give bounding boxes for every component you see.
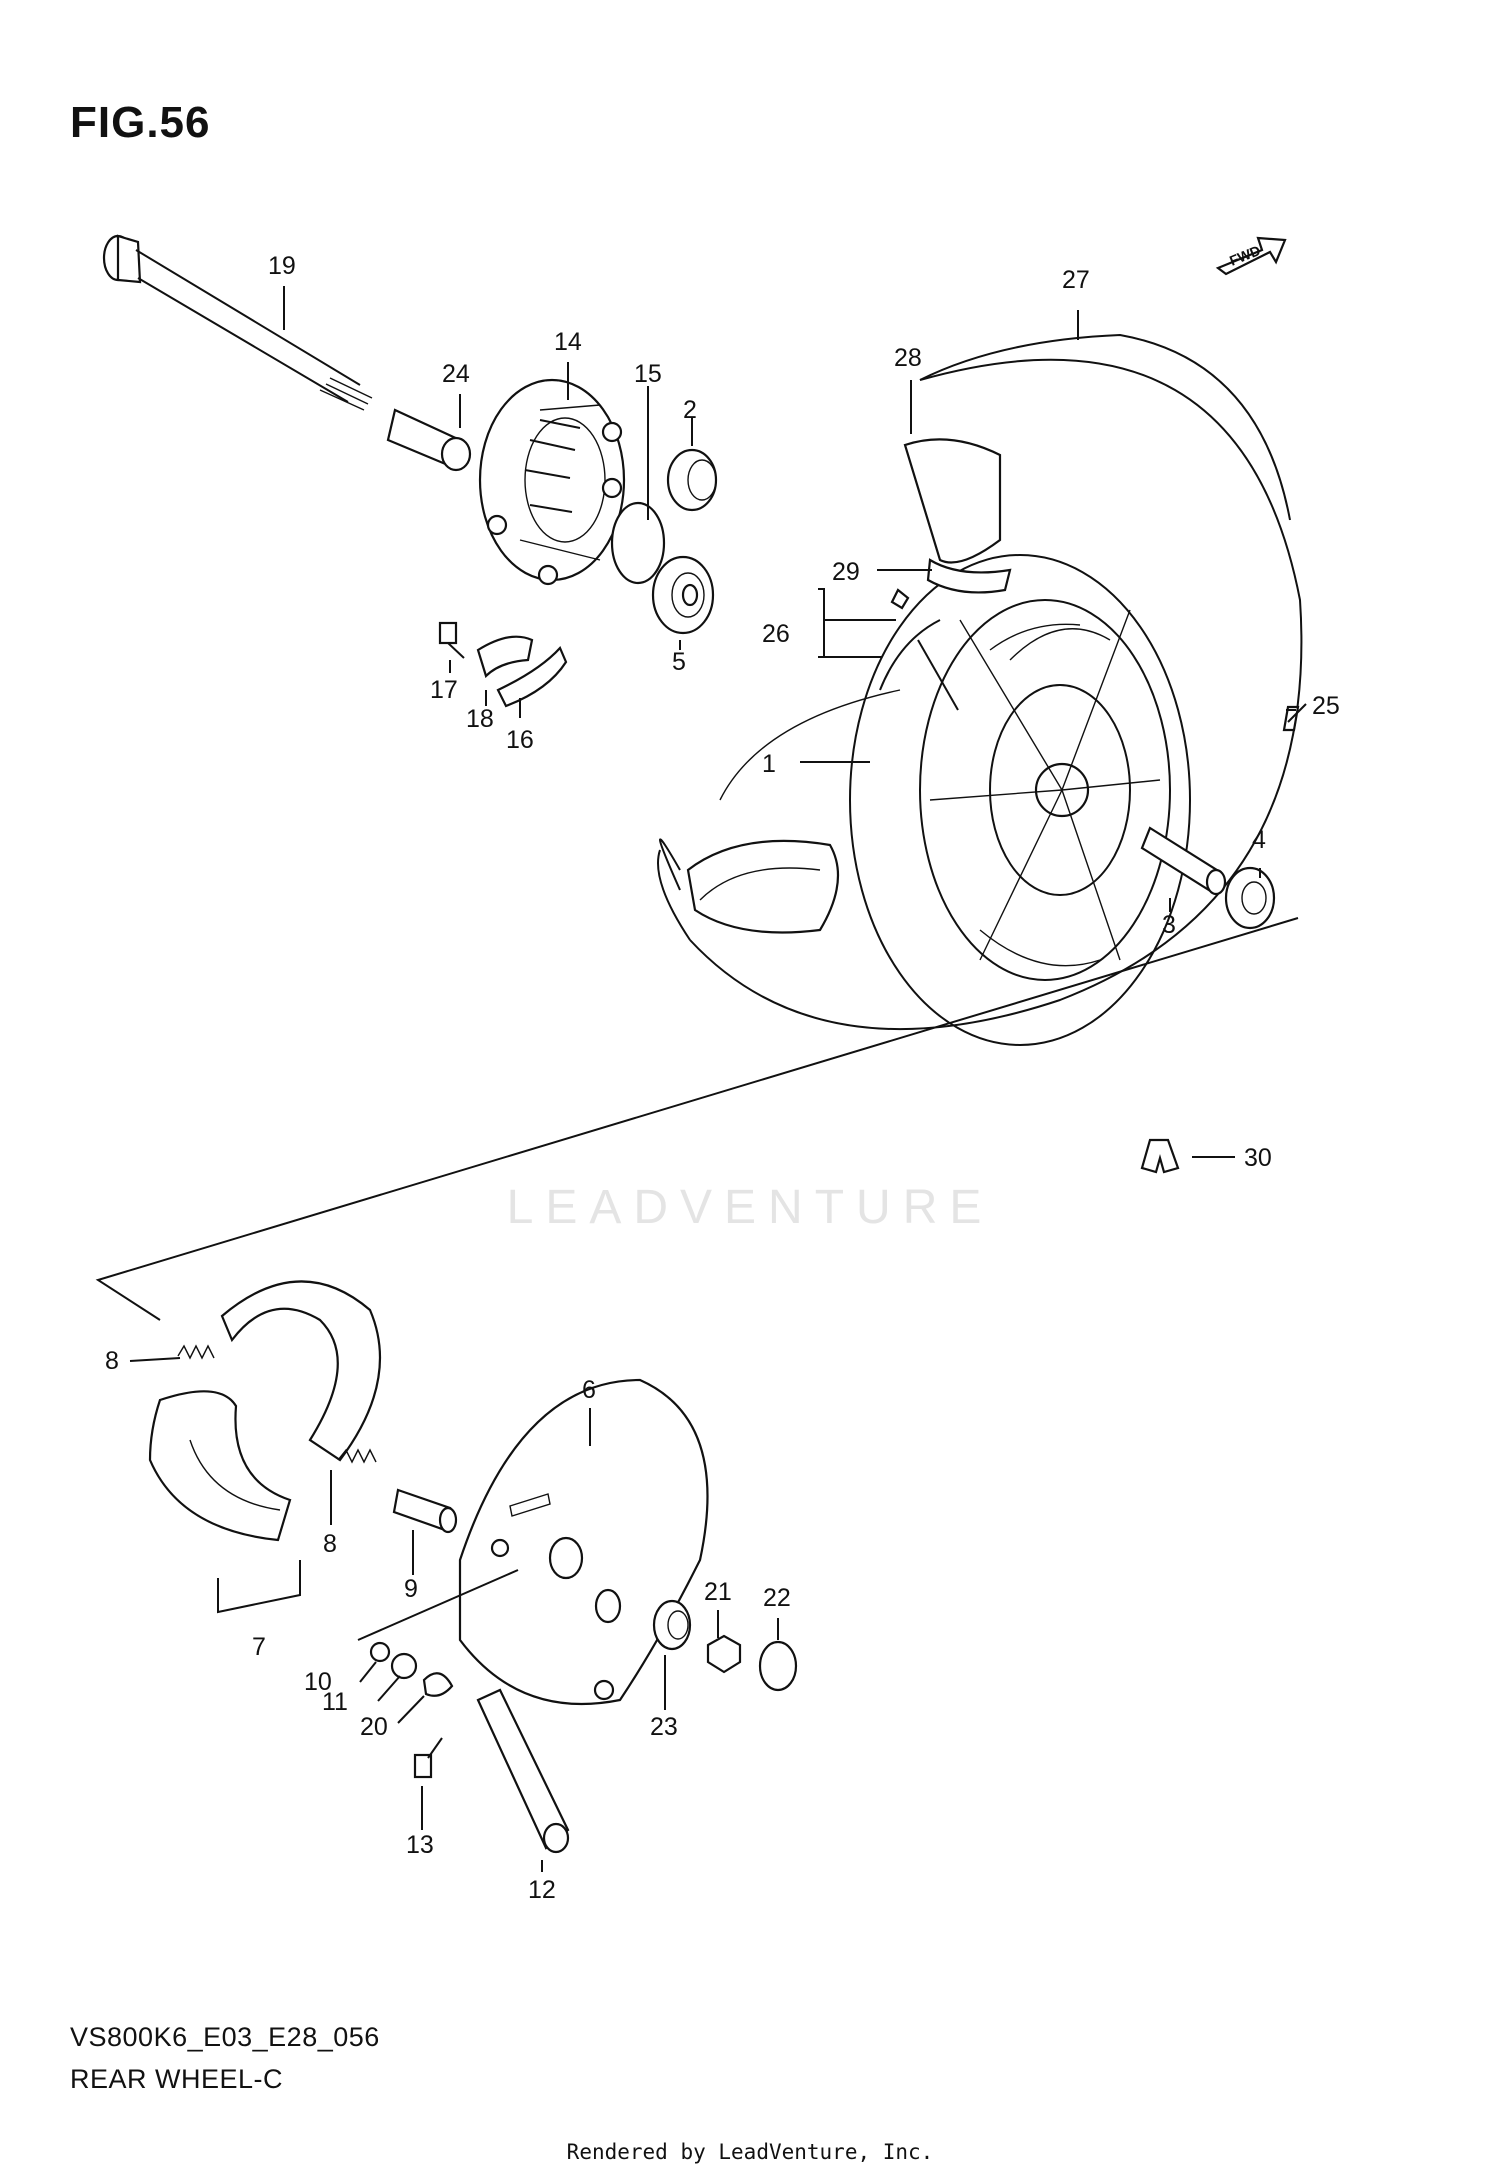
callout-1: 1 (762, 750, 776, 778)
circlip-drawing (422, 1672, 454, 1697)
brake-cam-drawing (392, 1488, 458, 1534)
callout-20: 20 (360, 1713, 388, 1741)
spring-upper-drawing (177, 1344, 215, 1360)
cap-drawing (758, 1640, 798, 1692)
rim-band-drawing (926, 558, 1012, 594)
brake-shoe-drawing (148, 1280, 382, 1614)
callout-8-lower: 8 (323, 1530, 337, 1558)
callout-8-upper: 8 (105, 1347, 119, 1375)
callout-17: 17 (430, 676, 458, 704)
callout-26: 26 (762, 620, 790, 648)
panel-leader (357, 1569, 519, 1641)
model-code: VS800K6_E03_E28_056 (70, 2022, 380, 2052)
callout-23: 23 (650, 1713, 678, 1741)
callout-12: 12 (528, 1876, 556, 1904)
callout-4: 4 (1252, 826, 1266, 854)
callout-16: 16 (506, 726, 534, 754)
callout-3: 3 (1162, 911, 1176, 939)
spoke-drawing (890, 588, 959, 711)
hub-bolt-drawing (438, 621, 465, 659)
callout-30: 30 (1244, 1144, 1272, 1172)
callouts: 1 2 3 4 5 6 7 8 8 9 10 11 12 13 14 15 16… (105, 252, 1340, 1904)
render-credit: Rendered by LeadVenture, Inc. (566, 2140, 934, 2164)
leader-lines (129, 286, 1307, 1872)
watermark-text: LEADVENTURE (506, 1181, 994, 1234)
callout-11: 11 (322, 1688, 348, 1716)
callout-13: 13 (406, 1831, 434, 1859)
tube-drawing (686, 438, 1002, 934)
separator-line (95, 917, 1299, 1321)
lock-washer-drawing (476, 635, 534, 679)
callout-21: 21 (704, 1578, 732, 1606)
callout-25: 25 (1312, 692, 1340, 720)
cam-lever-bolt-drawing (413, 1737, 443, 1779)
bearing-5-drawing (651, 555, 715, 635)
callout-9: 9 (404, 1575, 418, 1603)
cam-lever-drawing (476, 1688, 570, 1854)
callout-15: 15 (634, 360, 662, 388)
callout-22: 22 (763, 1584, 791, 1612)
axle-drawing (102, 234, 373, 411)
washer-10-drawing (369, 1641, 391, 1663)
callout-27: 27 (1062, 266, 1090, 294)
figure-title: FIG.56 (70, 98, 211, 147)
balancer-weight-drawing (1140, 1138, 1180, 1174)
diagram-name: REAR WHEEL-C (70, 2064, 284, 2094)
spacer-drawing (386, 408, 472, 472)
callout-2: 2 (683, 396, 697, 424)
callout-14: 14 (554, 328, 582, 356)
collar-drawing (652, 1599, 692, 1651)
callout-24: 24 (442, 360, 470, 388)
callout-28: 28 (894, 344, 922, 372)
callout-5: 5 (672, 648, 686, 676)
drive-hub-drawing (478, 378, 626, 586)
callout-7: 7 (252, 1633, 266, 1661)
callout-18: 18 (466, 705, 494, 733)
forward-arrow-icon: FWD (1215, 236, 1287, 276)
callout-6: 6 (582, 1376, 596, 1404)
dust-seal-drawing (666, 448, 718, 512)
callout-19: 19 (268, 252, 296, 280)
nut-drawing (706, 1634, 742, 1674)
rear-wheel-drawing (657, 333, 1303, 1046)
o-ring-drawing (610, 501, 666, 585)
callout-10: 10 (304, 1668, 332, 1696)
spring-lower-drawing (337, 1448, 377, 1464)
washer-11-drawing (390, 1652, 418, 1680)
wheel-spacer-drawing (1140, 826, 1227, 896)
bearing-4-drawing (1224, 866, 1276, 930)
cushion-drawing (496, 645, 568, 708)
brake-panel-drawing (458, 1378, 709, 1706)
callout-29: 29 (832, 558, 860, 586)
